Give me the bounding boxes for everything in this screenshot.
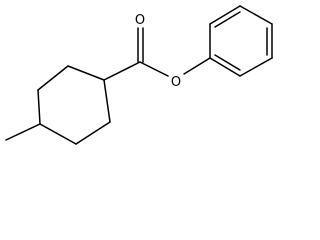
methyl-bond xyxy=(5,123,41,141)
bond xyxy=(183,57,211,75)
bond xyxy=(75,121,111,145)
carbonyl-double-bond xyxy=(137,27,144,63)
bond xyxy=(67,65,105,81)
phenyl-ring xyxy=(209,5,273,77)
bond xyxy=(37,65,69,91)
bond xyxy=(103,79,111,123)
chemical-structure: O O xyxy=(5,5,273,145)
cyclohexane-ring xyxy=(37,65,111,145)
bond xyxy=(103,61,141,81)
bond xyxy=(139,61,169,77)
carbonyl-oxygen-label: O xyxy=(135,13,145,28)
bond xyxy=(39,123,77,145)
bond xyxy=(37,89,41,125)
ester-oxygen-label: O xyxy=(171,75,181,90)
